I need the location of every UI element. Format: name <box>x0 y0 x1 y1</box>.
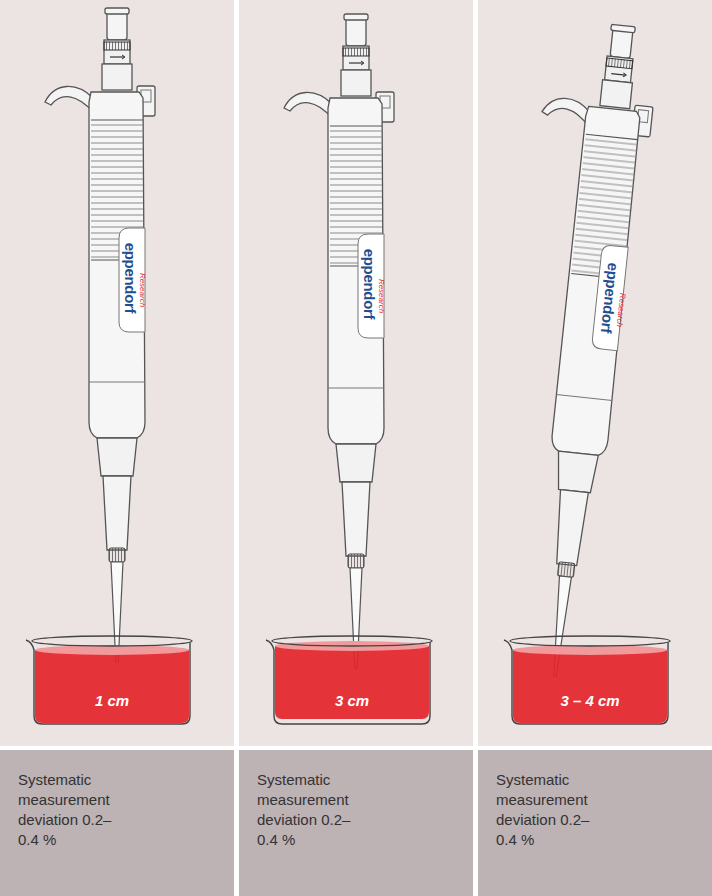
result-panel: Systematic measurement deviation 0.2–0.4… <box>478 750 712 896</box>
immersion-depth: 3 cm <box>335 692 369 709</box>
brand-name: eppendorf <box>122 243 139 314</box>
model-name: Research <box>377 279 386 313</box>
result-panel: Systematic measurement deviation 0.2–0.4… <box>0 750 234 896</box>
deviation-text: Systematic measurement deviation 0.2–0.4… <box>496 770 606 850</box>
immersion-depth: 3 – 4 cm <box>560 692 619 709</box>
model-name: Research <box>138 273 147 307</box>
deviation-text: Systematic measurement deviation 0.2–0.4… <box>257 770 367 850</box>
brand-name: eppendorf <box>361 249 378 320</box>
result-panel: Systematic measurement deviation 0.2–0.4… <box>239 750 473 896</box>
immersion-depth: 1 cm <box>95 692 129 709</box>
deviation-text: Systematic measurement deviation 0.2–0.4… <box>18 770 128 850</box>
